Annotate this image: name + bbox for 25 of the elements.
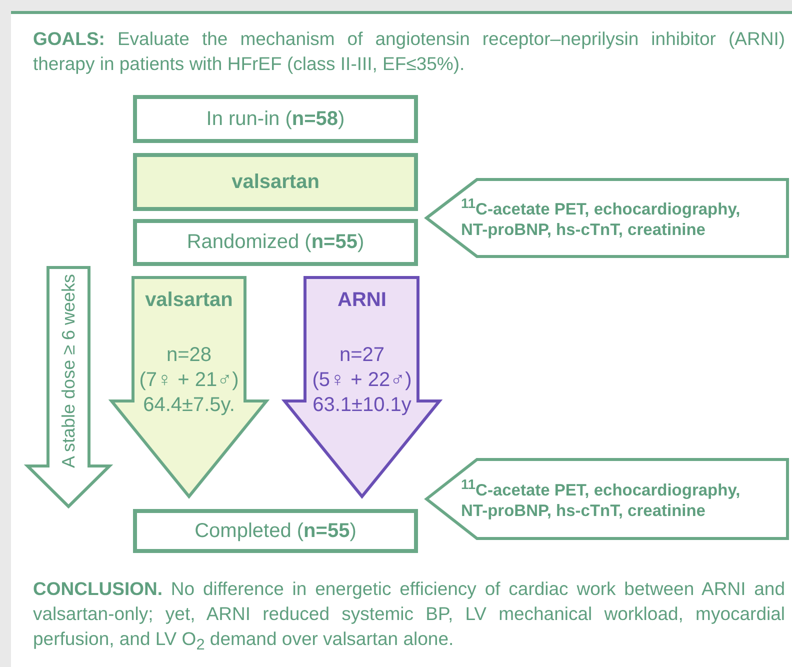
box-label: valsartan	[232, 170, 320, 194]
conclusion-text: CONCLUSION. No difference in energetic efficiency of cardiac work between ARNI and valsartan-only; yet, ARNI reduced systemic BP, LV mechanical workload, myocardial perfusion, and LV O$_{2}$ demand over valsartan alone.	[33, 577, 785, 656]
measurement-callout	[425, 458, 789, 540]
box-label: In run-in (n=58)	[206, 106, 345, 132]
measurement-list: $^{11}$C-acetate PET, echocardiography, NT-proBNP, hs-cTnT, creatinine	[461, 195, 753, 241]
group-stat: 63.1±10.1y	[312, 393, 412, 418]
process-box	[133, 219, 418, 266]
group-stat: 64.4±7.5y.	[143, 393, 235, 418]
group-stat: (5♀ + 22♂)	[312, 368, 412, 393]
process-box	[133, 509, 418, 553]
measurement-callout	[425, 178, 789, 258]
group-stat: n=27	[339, 343, 385, 368]
group-name: valsartan	[145, 288, 233, 313]
box-label: Randomized (n=55)	[186, 230, 364, 255]
box-label: Completed (n=55)	[194, 518, 356, 544]
measurement-list: $^{11}$C-acetate PET, echocardiography, NT-proBNP, hs-cTnT, creatinine	[461, 476, 753, 522]
group-name: ARNI	[338, 288, 386, 313]
treatment-box	[133, 153, 418, 211]
goals-text: GOALS: Evaluate the mechanism of angiotensin receptor–neprilysin inhibitor (ARNI) therapy in patients with HFrEF (class II-III, EF≤35%).	[33, 27, 785, 76]
process-box	[133, 95, 418, 143]
group-stat: n=28	[166, 343, 212, 368]
block-arrow	[108, 276, 270, 499]
group-stat: (7♀ + 21♂)	[139, 368, 239, 393]
duration-label: A stable dose ≥ 6 weeks	[58, 274, 79, 468]
block-arrow	[281, 276, 443, 499]
